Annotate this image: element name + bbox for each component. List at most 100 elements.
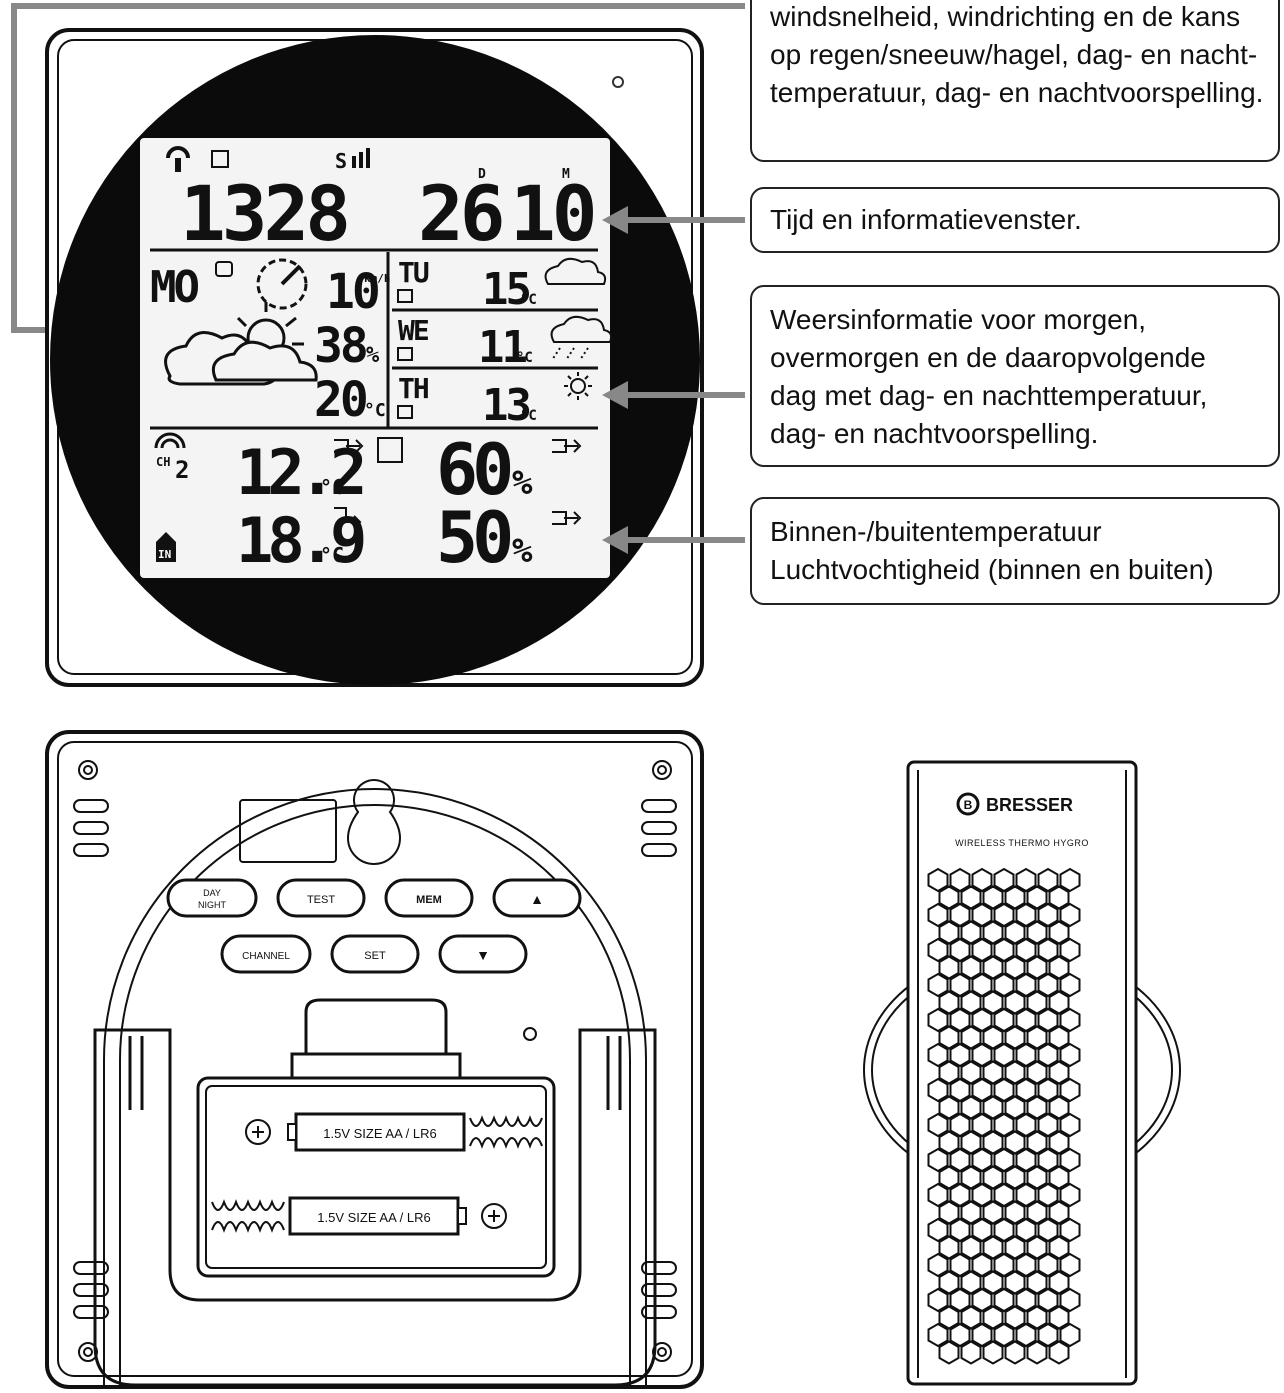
- grille-hole: [1048, 955, 1070, 980]
- grille-hole: [927, 902, 949, 928]
- grille-hole: [938, 1200, 960, 1225]
- date-day: 26: [418, 169, 502, 258]
- grille-hole: [1048, 1270, 1070, 1295]
- grille-hole: [1059, 1042, 1081, 1068]
- grille-hole: [1059, 1077, 1081, 1103]
- grille-hole: [949, 1007, 971, 1033]
- indoor-temp-unit: °C: [320, 543, 344, 567]
- grille-hole: [1059, 1147, 1081, 1173]
- keyhole-icon: [346, 778, 402, 865]
- callout-line: op regen/sneeuw/hagel, dag- en nacht-: [770, 39, 1258, 70]
- grille-hole: [1015, 902, 1037, 928]
- grille-hole: [1037, 902, 1059, 928]
- grille-hole: [971, 1287, 993, 1313]
- grille-hole: [971, 1147, 993, 1173]
- grille-hole: [1048, 1165, 1070, 1190]
- grille-hole: [1048, 1340, 1070, 1365]
- grille-hole: [982, 955, 1004, 980]
- grille-hole: [949, 867, 971, 893]
- grille-hole: [1004, 1305, 1026, 1330]
- grille-hole: [927, 1042, 949, 1068]
- battery-compartment: [196, 1076, 556, 1278]
- callout-temp-humidity: Binnen-/buitentemperatuur Luchtvochtighe…: [750, 497, 1280, 605]
- brand-logo-icon: B: [956, 792, 980, 816]
- grille-hole: [1004, 1095, 1026, 1120]
- svg-text:NIGHT: NIGHT: [198, 900, 227, 910]
- test-button[interactable]: TEST: [276, 878, 366, 918]
- grille-hole: [938, 955, 960, 980]
- grille-hole: [982, 1095, 1004, 1120]
- grille-hole: [1026, 1270, 1048, 1295]
- grille-hole: [993, 1077, 1015, 1103]
- grille-hole: [1059, 1007, 1081, 1033]
- grille-hole: [927, 1217, 949, 1243]
- grille-hole: [938, 1095, 960, 1120]
- grille-hole: [1015, 1287, 1037, 1313]
- grille-hole: [971, 1007, 993, 1033]
- grille-hole: [993, 867, 1015, 893]
- grille-hole: [949, 1147, 971, 1173]
- grille-hole: [982, 1340, 1004, 1365]
- svg-text:11: 11: [478, 322, 526, 373]
- grille-hole: [1037, 867, 1059, 893]
- set-button[interactable]: SET: [330, 934, 420, 974]
- channel-number: 2: [175, 456, 189, 484]
- grille-hole: [1037, 1077, 1059, 1103]
- grille-hole: [1015, 1042, 1037, 1068]
- grille-hole: [1059, 1287, 1081, 1313]
- grille-hole: [1059, 902, 1081, 928]
- grille-hole: [982, 1025, 1004, 1050]
- day-night-button[interactable]: DAY NIGHT: [166, 878, 258, 918]
- grille-hole: [1015, 1077, 1037, 1103]
- callout-line: overmorgen en de daaropvolgende: [770, 342, 1206, 373]
- trend-arrow-icon: [552, 439, 582, 453]
- grille-hole: [1037, 1147, 1059, 1173]
- up-button[interactable]: ▲: [492, 878, 582, 918]
- battery-1: 1.5V SIZE AA / LR6: [287, 1112, 466, 1152]
- grille-hole: [927, 867, 949, 893]
- channel-button[interactable]: CHANNEL: [220, 934, 312, 974]
- grille-hole: [1059, 1217, 1081, 1243]
- registered-mark: [612, 76, 624, 88]
- comfort-icon: [377, 437, 403, 463]
- grille-hole: [1059, 972, 1081, 998]
- grille-hole: [1004, 1130, 1026, 1155]
- grille-hole: [1048, 1235, 1070, 1260]
- wind-direction-icon: [256, 258, 308, 310]
- grille-hole: [960, 955, 982, 980]
- svg-text:15: 15: [482, 264, 529, 315]
- callout-line: dag met dag- en nachttemperatuur,: [770, 380, 1208, 411]
- grille-hole: [938, 885, 960, 910]
- grille-hole: [1048, 1095, 1070, 1120]
- down-button[interactable]: ▼: [438, 934, 528, 974]
- grille-hole: [938, 1165, 960, 1190]
- callout-line: Weersinformatie voor morgen,: [770, 304, 1147, 335]
- grille-hole: [1059, 1252, 1081, 1278]
- grille-hole: [971, 902, 993, 928]
- day-letter: D: [478, 167, 486, 182]
- grille-hole: [993, 937, 1015, 963]
- grille-hole: [1015, 1007, 1037, 1033]
- plus-terminal-icon: [245, 1119, 507, 1229]
- grille-hole: [938, 1060, 960, 1085]
- grille-hole: [1026, 920, 1048, 945]
- grille-hole: [993, 902, 1015, 928]
- battery-2: 1.5V SIZE AA / LR6: [288, 1196, 467, 1236]
- reset-hole-icon[interactable]: [523, 1027, 537, 1041]
- svg-text:▲: ▲: [530, 891, 544, 907]
- callout-arrow-time: [602, 206, 745, 234]
- grille-hole: [1048, 1025, 1070, 1050]
- svg-text:WE: WE: [398, 314, 429, 347]
- grille-hole: [927, 1252, 949, 1278]
- grille-hole: [1059, 937, 1081, 963]
- grille-hole: [927, 1007, 949, 1033]
- mem-button[interactable]: MEM: [384, 878, 474, 918]
- grille-hole: [1004, 885, 1026, 910]
- grille-hole: [1048, 990, 1070, 1015]
- grille-hole: [1026, 1200, 1048, 1225]
- grille-hole: [982, 1305, 1004, 1330]
- wind-speed: 10: [326, 264, 379, 320]
- callout-line: Binnen-/buitentemperatuur: [770, 516, 1102, 547]
- grille-hole: [1026, 1305, 1048, 1330]
- signal-label: S: [335, 149, 347, 173]
